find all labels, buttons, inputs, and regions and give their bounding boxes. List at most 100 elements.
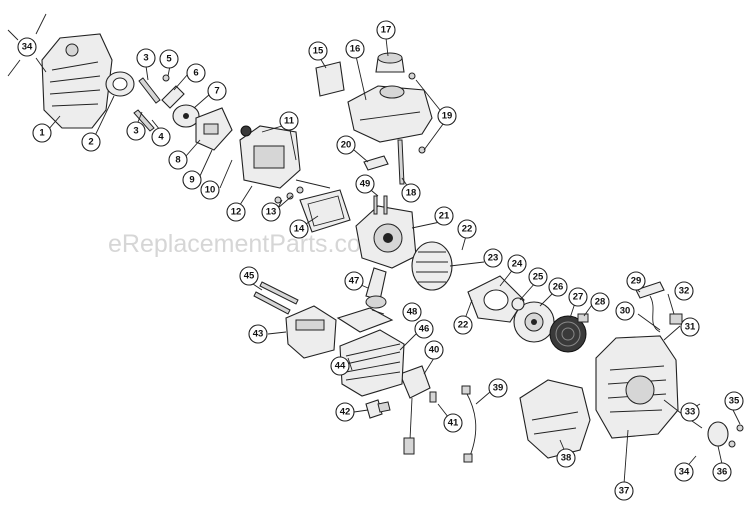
callout-23: 23 <box>483 248 503 268</box>
svg-text:7: 7 <box>214 86 219 97</box>
svg-text:40: 40 <box>429 345 440 356</box>
bracket-part <box>315 61 345 97</box>
ring-part <box>105 71 135 97</box>
callout-6: 6 <box>186 63 206 83</box>
svg-text:11: 11 <box>284 116 295 127</box>
svg-text:20: 20 <box>341 140 352 151</box>
svg-text:31: 31 <box>685 322 696 333</box>
rope-guide-part <box>669 313 683 325</box>
callout-17: 17 <box>376 20 396 40</box>
crankcase-part <box>355 205 417 269</box>
svg-text:3: 3 <box>143 53 148 64</box>
callout-43: 43 <box>248 324 268 344</box>
cylinder-part <box>339 329 405 397</box>
callout-20: 20 <box>336 135 356 155</box>
recoil-spring-part <box>549 315 587 353</box>
svg-text:21: 21 <box>439 211 450 222</box>
callout-22-upper: 22 <box>457 219 477 239</box>
svg-text:38: 38 <box>561 453 572 464</box>
callout-33: 33 <box>680 402 700 422</box>
callout-42: 42 <box>335 402 355 422</box>
svg-text:17: 17 <box>381 25 392 36</box>
callout-10: 10 <box>200 180 220 200</box>
gasket-small-part <box>161 85 185 109</box>
callout-34-top: 34 <box>17 37 37 57</box>
screws-top-left-part <box>7 13 47 77</box>
callout-27: 27 <box>568 287 588 307</box>
svg-text:15: 15 <box>313 46 324 57</box>
callout-26: 26 <box>548 277 568 297</box>
svg-text:46: 46 <box>419 324 430 335</box>
callout-45: 45 <box>239 266 259 286</box>
svg-text:37: 37 <box>619 486 630 497</box>
callout-11: 11 <box>279 111 299 131</box>
svg-text:22: 22 <box>462 224 473 235</box>
callout-12: 12 <box>226 202 246 222</box>
callout-5: 5 <box>159 49 179 69</box>
svg-text:22: 22 <box>458 320 469 331</box>
callout-24: 24 <box>507 254 527 274</box>
callout-40: 40 <box>424 340 444 360</box>
starter-housing-part <box>595 335 679 439</box>
callout-16: 16 <box>345 39 365 59</box>
pulley-part <box>513 301 555 343</box>
watermark-text: eReplacementParts.com <box>108 230 382 258</box>
svg-text:18: 18 <box>406 188 417 199</box>
svg-text:12: 12 <box>231 207 242 218</box>
callout-49: 49 <box>355 174 375 194</box>
callout-32: 32 <box>674 281 694 301</box>
svg-text:43: 43 <box>253 329 264 340</box>
svg-text:8: 8 <box>175 155 180 166</box>
callout-19: 19 <box>437 106 457 126</box>
callout-48: 48 <box>402 302 422 322</box>
callout-25: 25 <box>528 267 548 287</box>
callout-47: 47 <box>344 271 364 291</box>
svg-text:34: 34 <box>679 467 690 478</box>
svg-text:41: 41 <box>448 418 459 429</box>
muffler-part <box>285 305 337 359</box>
svg-text:35: 35 <box>729 396 740 407</box>
svg-text:29: 29 <box>631 276 642 287</box>
svg-text:47: 47 <box>349 276 360 287</box>
spark-plug-part <box>365 399 391 419</box>
clip-small-part <box>577 313 589 323</box>
filter-gasket-part <box>299 189 351 233</box>
callout-13: 13 <box>261 202 281 222</box>
callout-44: 44 <box>330 356 350 376</box>
fuel-tank-part <box>347 85 433 143</box>
svg-text:24: 24 <box>512 259 523 270</box>
callout-30: 30 <box>615 301 635 321</box>
svg-text:14: 14 <box>294 224 305 235</box>
callout-29: 29 <box>626 271 646 291</box>
callout-3-lower: 3 <box>126 121 146 141</box>
fuel-cap-part <box>375 52 405 73</box>
svg-text:33: 33 <box>685 407 696 418</box>
svg-text:45: 45 <box>244 271 255 282</box>
svg-text:19: 19 <box>442 111 453 122</box>
callout-34-bottom: 34 <box>674 462 694 482</box>
callout-41: 41 <box>443 413 463 433</box>
crankshaft-part <box>365 267 387 309</box>
svg-text:10: 10 <box>205 185 216 196</box>
svg-text:49: 49 <box>360 179 371 190</box>
callout-28: 28 <box>590 292 610 312</box>
svg-text:5: 5 <box>166 54 172 65</box>
callout-46: 46 <box>414 319 434 339</box>
flywheel-part <box>411 241 453 291</box>
callout-39: 39 <box>488 378 508 398</box>
callout-38: 38 <box>556 448 576 468</box>
svg-text:2: 2 <box>88 137 93 148</box>
svg-text:1: 1 <box>39 128 45 139</box>
callout-18: 18 <box>401 183 421 203</box>
shroud-part <box>41 33 113 129</box>
callout-1: 1 <box>32 123 52 143</box>
svg-text:25: 25 <box>533 272 544 283</box>
svg-text:23: 23 <box>488 253 499 264</box>
screws-part <box>274 179 331 204</box>
rods-part <box>397 72 426 185</box>
cylinder-gasket-part <box>336 307 394 333</box>
callout-35: 35 <box>724 391 744 411</box>
callout-4: 4 <box>151 127 171 147</box>
svg-text:44: 44 <box>335 361 346 372</box>
